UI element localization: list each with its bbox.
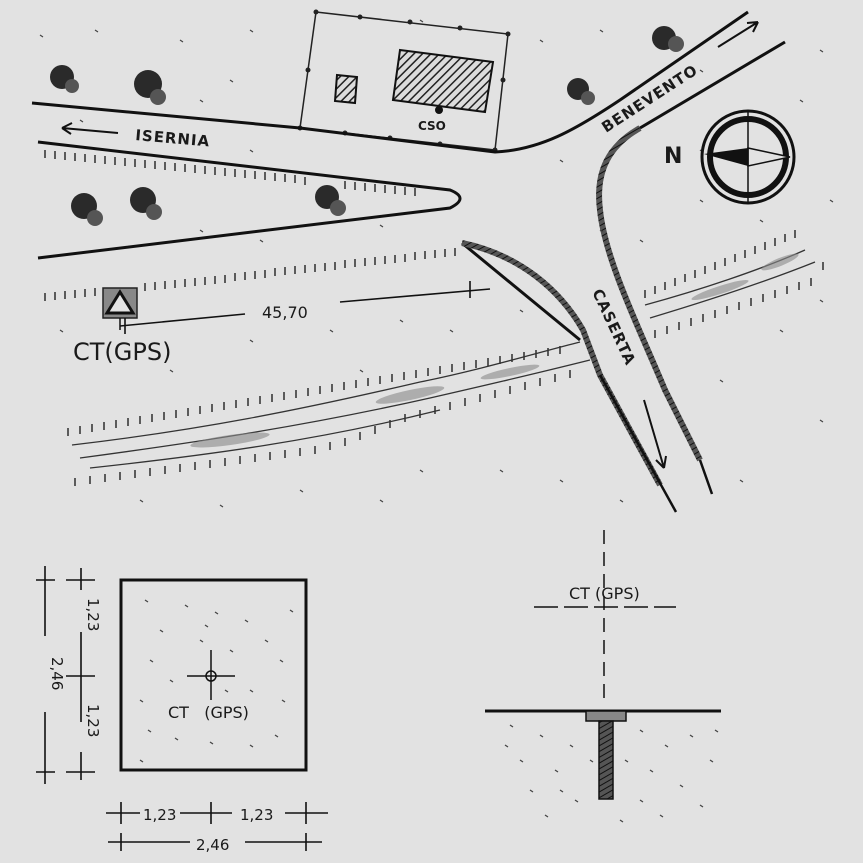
site-map: CSO [31,9,834,513]
road-curb-east [596,125,703,462]
plan-horizontal-dimension [106,802,328,851]
plan-half-v1: 1,23 [84,598,102,631]
plan-vertical-dimension [36,566,95,784]
river [71,249,816,469]
small-building [333,73,359,105]
arrow-west-icon [61,122,119,135]
plan-slab [119,578,308,772]
north-label: N [664,144,682,169]
plan-half-v2: 1,23 [84,704,102,737]
large-building [391,48,495,114]
section-soil-speckles [504,724,719,823]
road-label-benevento: BENEVENTO [598,61,701,136]
arrow-south-icon [643,399,667,469]
road-curb-west [461,240,663,487]
section-view: CT (GPS) [485,530,721,823]
plan-center-mark [187,650,235,700]
station-label: CT(GPS) [73,338,171,366]
road-edges [31,10,786,342]
river-shading [190,253,799,448]
section-station-label: CT (GPS) [569,584,640,603]
ground-speckles [39,19,834,508]
benchmark-rod [598,720,614,800]
distance-label: 45,70 [262,303,308,322]
plan-view: CT (GPS) 1,23 1,23 2,46 [36,566,328,854]
road-caserta-line-2 [698,459,714,495]
trees [50,26,684,226]
road-caserta-line [598,374,678,513]
plan-speckles [139,599,294,763]
plan-half-h2: 1,23 [240,806,273,824]
road-label-isernia: ISERNIA [135,126,211,150]
plan-half-h1: 1,23 [143,806,176,824]
compass-icon [700,109,796,205]
plan-total-h: 2,46 [196,836,229,854]
cso-label: CSO [418,119,446,133]
benchmark-cap [585,710,627,722]
road-label-caserta: CASERTA [588,286,639,368]
arrow-northeast-icon [717,21,759,48]
station-marker-icon [102,287,138,330]
distance-dimension-line [119,281,491,334]
plan-total-v: 2,46 [48,657,66,690]
embankment-ticks [44,150,824,486]
cso-point [435,106,443,114]
plan-station-label: CT (GPS) [168,703,249,722]
